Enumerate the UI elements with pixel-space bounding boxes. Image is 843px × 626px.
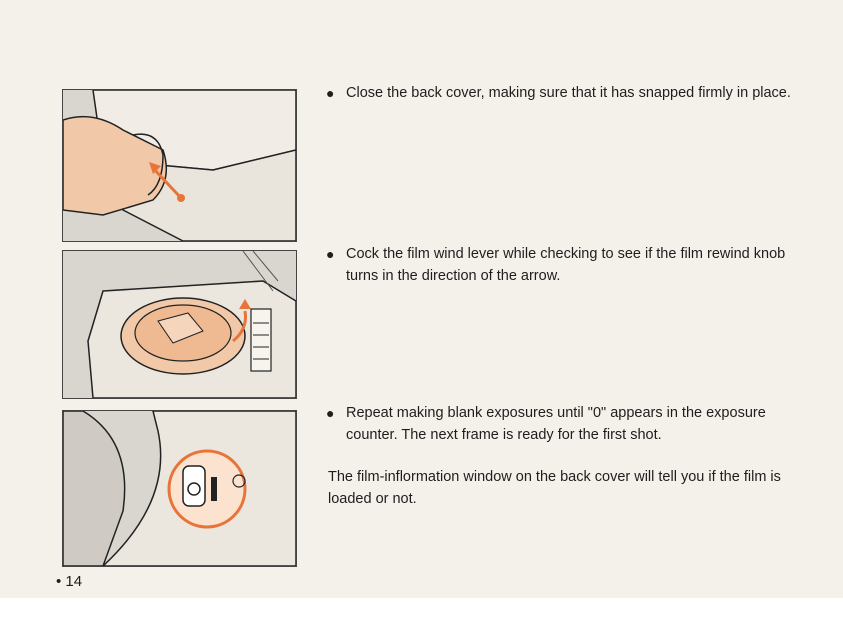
- page-bottom-edge: [0, 598, 843, 626]
- illustration-close-back-cover: [62, 89, 297, 242]
- rewind-knob-drawing: [63, 251, 296, 398]
- instruction-text: Cock the film wind lever while checking …: [346, 246, 786, 284]
- bullet-icon: ●: [326, 405, 335, 421]
- film-information-note: The film-inflormation window on the back…: [328, 469, 781, 507]
- close-cover-drawing: [63, 90, 296, 241]
- exposure-counter-drawing: [63, 411, 296, 566]
- bullet-icon: ●: [326, 246, 335, 262]
- bullet-icon: ●: [326, 85, 335, 101]
- instruction-text: Repeat making blank exposures until "0" …: [346, 405, 766, 443]
- illustration-exposure-counter: [62, 410, 297, 567]
- page-number: • 14: [56, 573, 83, 590]
- instruction-text: Close the back cover, making sure that i…: [346, 85, 791, 101]
- illustration-rewind-knob: [62, 250, 297, 399]
